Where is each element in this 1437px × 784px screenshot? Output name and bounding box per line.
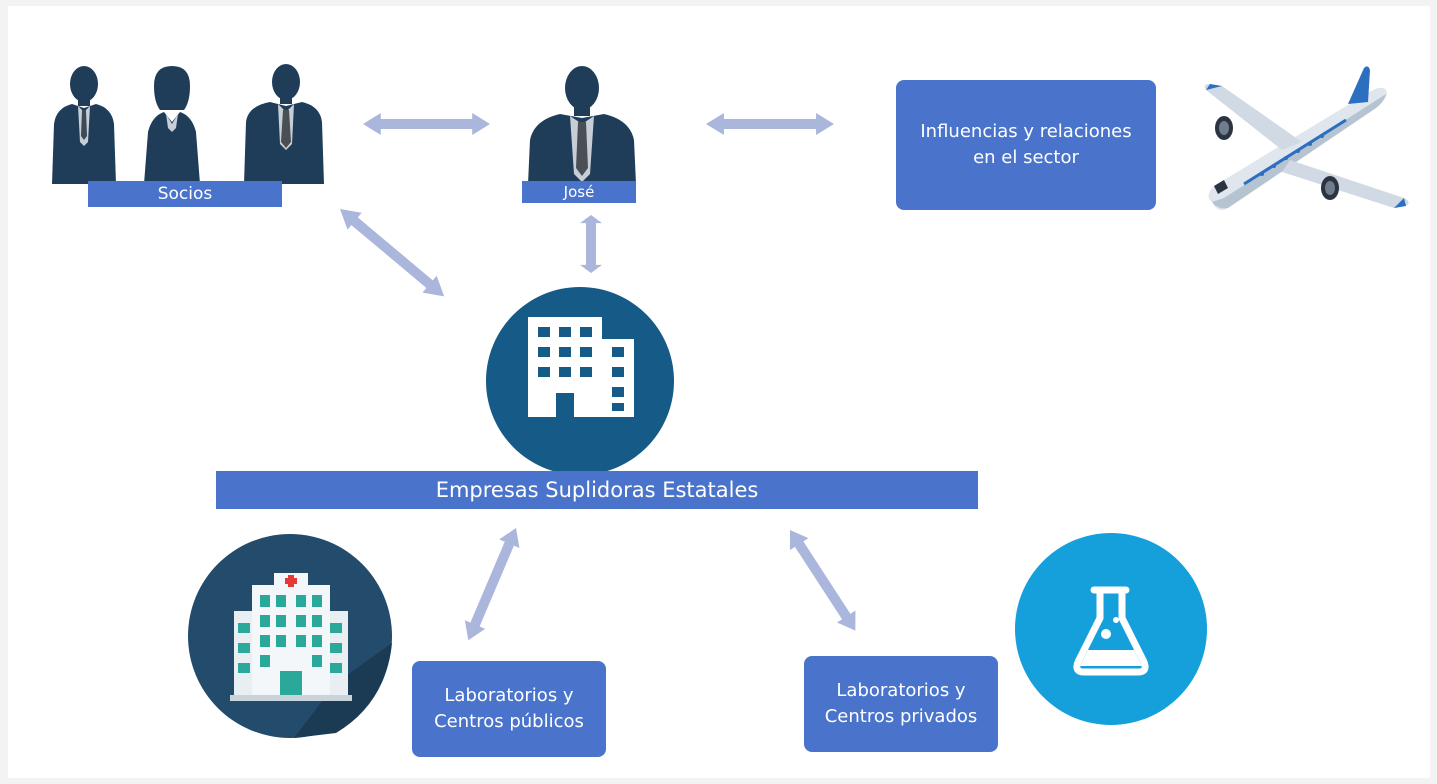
arrow-jose-influencias	[706, 113, 834, 135]
influencias-line-2: en el sector	[973, 147, 1079, 168]
influencias-line-1: Influencias y relaciones	[920, 120, 1132, 142]
socios-label: Socios	[88, 181, 282, 207]
lab-publicos-box: Laboratorios y Centros públicos	[412, 661, 606, 757]
jose-label: José	[522, 181, 636, 203]
arrow-socios-empresas	[332, 200, 452, 305]
lab-publicos-line-1: Laboratorios y	[444, 684, 574, 706]
jose-businessman-icon	[528, 66, 636, 184]
lab-publicos-line-2: Centros públicos	[434, 711, 584, 732]
lab-flask-icon	[1015, 533, 1207, 725]
lab-privados-line-1: Laboratorios y	[836, 679, 966, 701]
influencias-box: Influencias y relaciones en el sector	[896, 80, 1156, 210]
arrow-empresas-labprivados	[780, 524, 865, 637]
arrow-jose-empresas	[580, 215, 602, 273]
arrow-empresas-labpublicos	[458, 523, 527, 645]
airplane-icon	[1204, 66, 1409, 210]
partner-female-icon	[144, 66, 200, 184]
arrow-socios-jose	[363, 113, 490, 135]
lab-privados-box: Laboratorios y Centros privados	[804, 656, 998, 752]
hospital-icon	[188, 534, 392, 738]
lab-privados-line-2: Centros privados	[824, 706, 978, 727]
partner-male-icon	[52, 66, 116, 184]
empresas-label: Empresas Suplidoras Estatales	[216, 471, 978, 509]
partner-male-icon	[244, 64, 324, 184]
office-building-icon	[486, 287, 674, 475]
partners-group-icon	[52, 64, 324, 184]
